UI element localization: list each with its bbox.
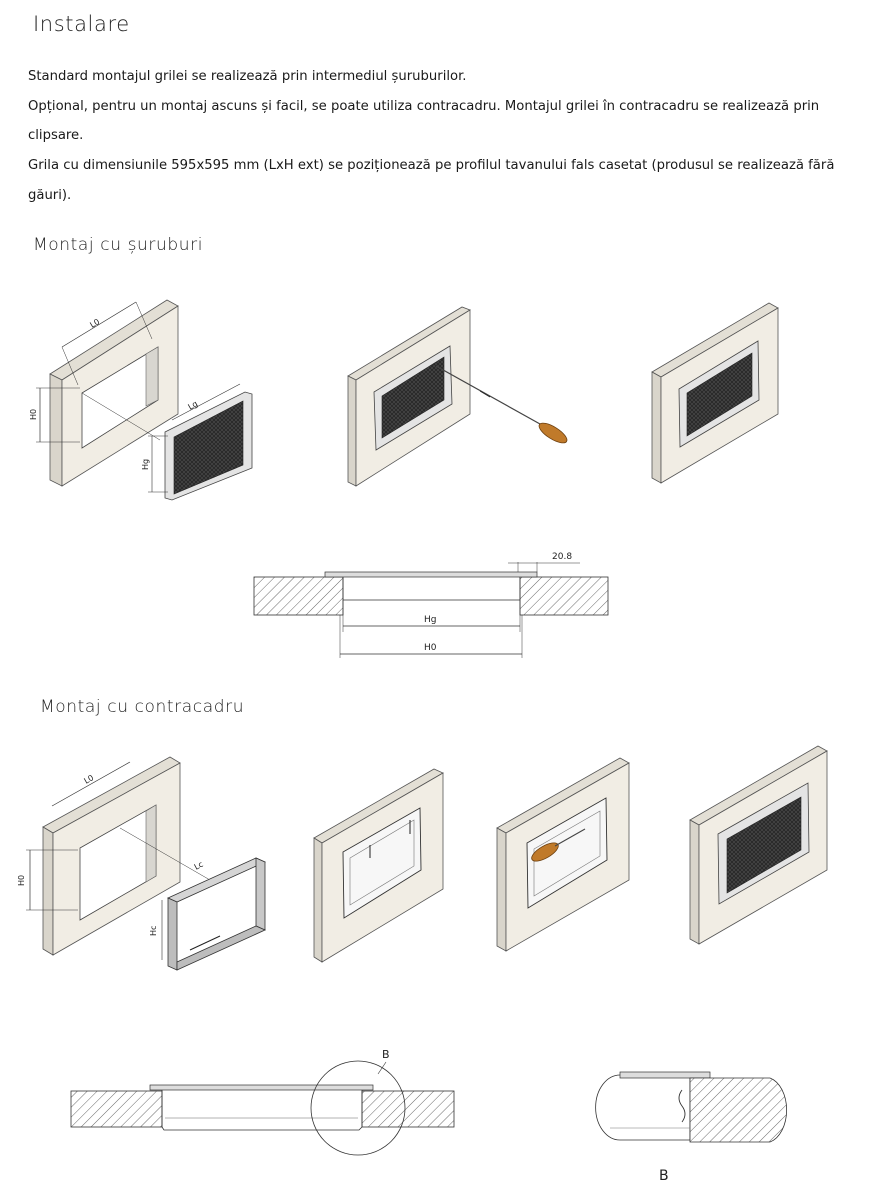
wall-grille-final xyxy=(689,745,828,945)
counter-frame xyxy=(161,857,266,971)
label-hc: Hc xyxy=(149,926,158,936)
paragraph-2: Opțional, pentru un montaj ascuns și fac… xyxy=(28,98,820,144)
wall-with-opening-2 xyxy=(26,756,211,956)
label-section-hg: Hg xyxy=(424,615,436,625)
section-drawing-frame xyxy=(70,1060,455,1156)
label-lg: Lg xyxy=(187,399,200,412)
section-drawing-screws xyxy=(253,562,609,658)
wall-frame-inserted xyxy=(313,768,444,963)
detail-b-drawing xyxy=(595,1071,787,1143)
paragraph-3: Grila cu dimensiunile 595x595 mm (LxH ex… xyxy=(28,158,835,203)
wall-grille-mounted xyxy=(651,302,779,484)
label-h0: H0 xyxy=(29,409,38,420)
heading-frame-mounting: Montaj cu contracadru xyxy=(40,697,245,717)
label-l0: L0 xyxy=(88,317,101,330)
label-dim-20-8: 20.8 xyxy=(552,552,572,562)
label-h0-2: H0 xyxy=(17,875,26,886)
grille-panel xyxy=(148,383,253,501)
wall-grille-screwing xyxy=(347,306,568,487)
paragraph-1: Standard montajul grilei se realizează p… xyxy=(28,69,467,84)
label-hg: Hg xyxy=(141,459,150,470)
heading-screw-mounting: Montaj cu șuruburi xyxy=(33,235,204,255)
intro-text: Standard montajul grilei se realizează p… xyxy=(28,62,848,211)
wall-with-opening xyxy=(36,299,179,487)
label-lc: Lc xyxy=(193,860,205,872)
wall-frame-screwing xyxy=(496,757,630,952)
label-section-h0: H0 xyxy=(424,643,437,653)
label-detail-b-caption: B xyxy=(659,1168,669,1184)
label-l0-2: L0 xyxy=(83,773,96,786)
label-detail-b: B xyxy=(382,1048,390,1061)
page-title: Instalare xyxy=(33,12,130,36)
